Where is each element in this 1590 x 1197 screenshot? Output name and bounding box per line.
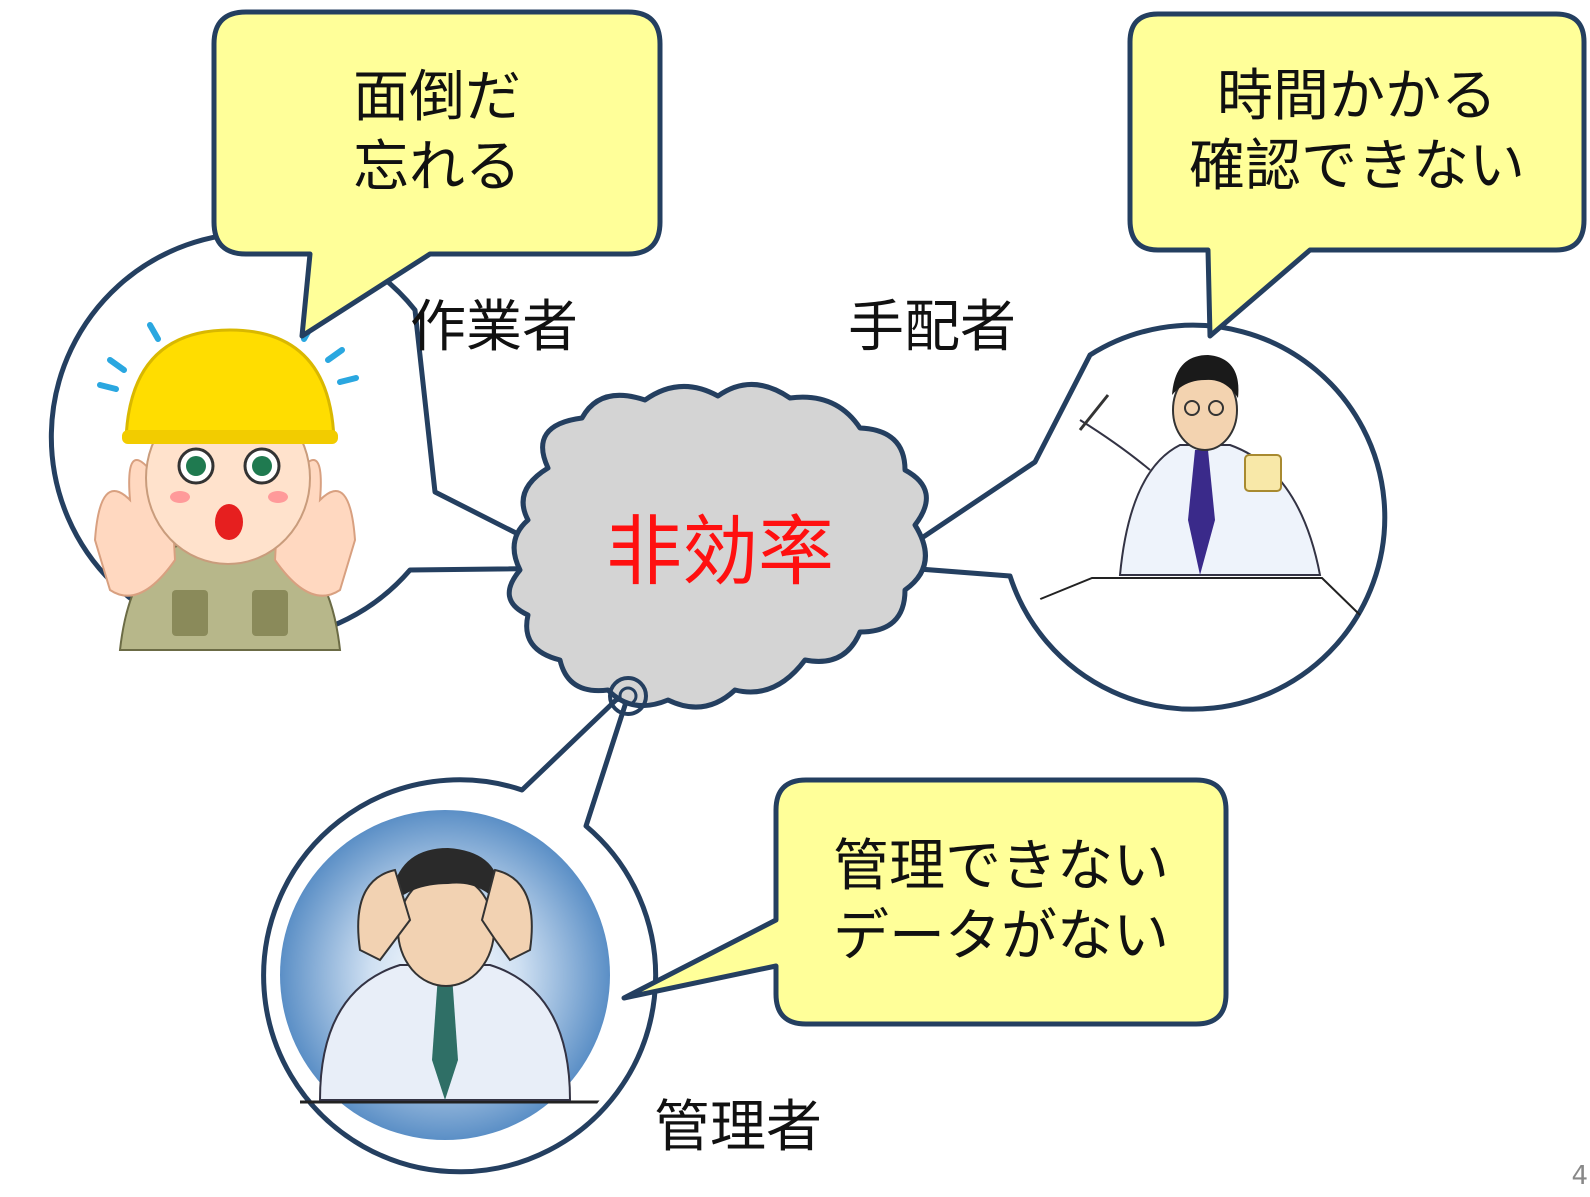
worker-bubble-text: 面倒だ 忘れる xyxy=(214,63,660,203)
arranger-bubble-text: 時間かかる 確認できない xyxy=(1130,62,1584,202)
worker-role-label: 作業者 xyxy=(410,295,578,360)
manager-role-label: 管理者 xyxy=(654,1095,822,1160)
manager-illustration xyxy=(280,810,610,1140)
arranger-illustration xyxy=(1037,355,1361,616)
inefficiency-label: 非効率 xyxy=(606,507,834,596)
manager-bubble-line-1: 管理できない xyxy=(833,834,1169,899)
manager-bubble-line-2: データがない xyxy=(833,904,1169,969)
arranger-role-label: 手配者 xyxy=(848,295,1016,360)
worker-speech-bubble xyxy=(211,9,663,339)
manager-bubble-text: 管理できない データがない xyxy=(776,832,1226,972)
central-cloud xyxy=(506,382,929,716)
arranger-bubble-line-2: 確認できない xyxy=(1189,134,1525,199)
worker-bubble-line-2: 忘れる xyxy=(353,135,521,200)
page-number: 4 xyxy=(1571,1161,1588,1191)
manager-speech-bubble xyxy=(621,777,1229,1027)
arranger-speech-bubble xyxy=(1127,11,1587,339)
worker-illustration xyxy=(93,322,359,651)
arranger-bubble-line-1: 時間かかる xyxy=(1217,64,1497,129)
worker-bubble-line-1: 面倒だ xyxy=(353,65,521,130)
